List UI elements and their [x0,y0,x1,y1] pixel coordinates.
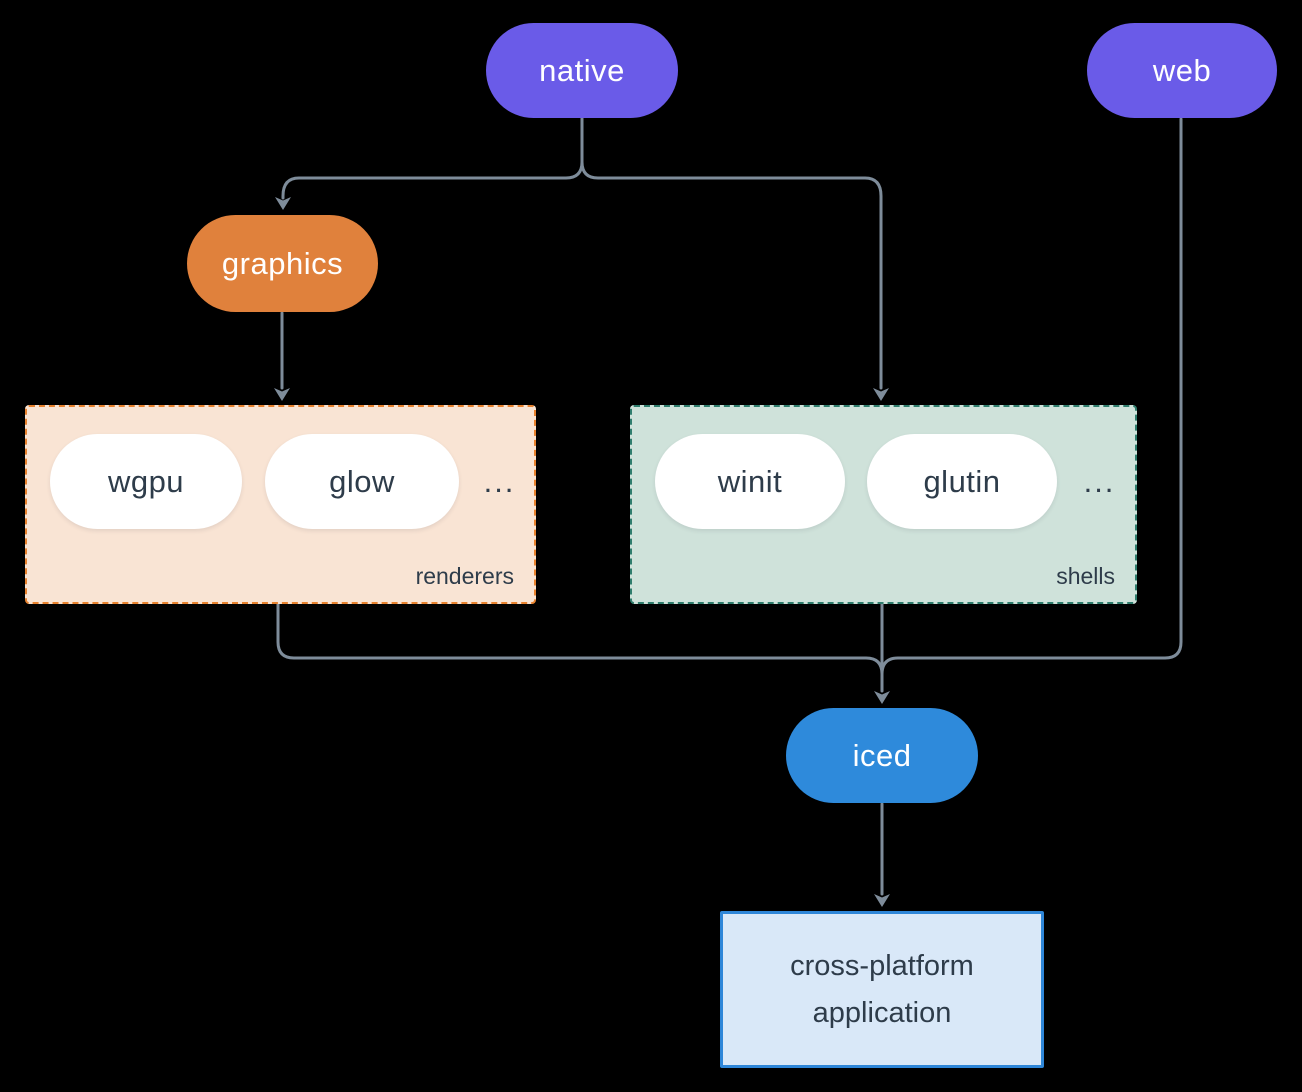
node-iced-label: iced [852,737,912,773]
node-web: web [1087,23,1277,118]
renderers-ellipsis: ... [483,463,516,499]
shells-ellipsis: ... [1083,463,1116,499]
node-winit-label: winit [717,463,783,499]
node-web-label: web [1152,52,1212,88]
node-wgpu-label: wgpu [107,463,185,499]
node-glow-label: glow [329,463,395,499]
arrowhead-shells [873,388,889,401]
node-wgpu: wgpu [50,434,242,529]
edge-native-graphics [281,117,584,200]
edge-native-shells [580,117,883,390]
arrowhead-renderers [274,388,290,401]
group-renderers: wgpu glow ... renderers [25,405,536,604]
node-glutin: glutin [867,434,1057,529]
node-native: native [486,23,678,118]
group-renderers-label: renderers [415,563,514,589]
node-glutin-label: glutin [923,463,1001,499]
arrowhead-graphics [275,197,291,210]
node-winit: winit [655,434,845,529]
application-label: cross-platform application [790,950,974,1029]
arrowhead-iced [874,691,890,704]
group-shells: winit glutin ... shells [630,405,1137,604]
node-native-label: native [539,52,625,88]
node-iced: iced [786,708,978,803]
group-shells-label: shells [1056,563,1115,589]
node-graphics: graphics [187,215,378,312]
node-graphics-label: graphics [221,245,344,281]
node-glow: glow [265,434,459,529]
node-cross-platform-application: cross-platform application [720,911,1044,1068]
arrowhead-application [874,894,890,907]
edge-renderers-iced [276,599,884,682]
